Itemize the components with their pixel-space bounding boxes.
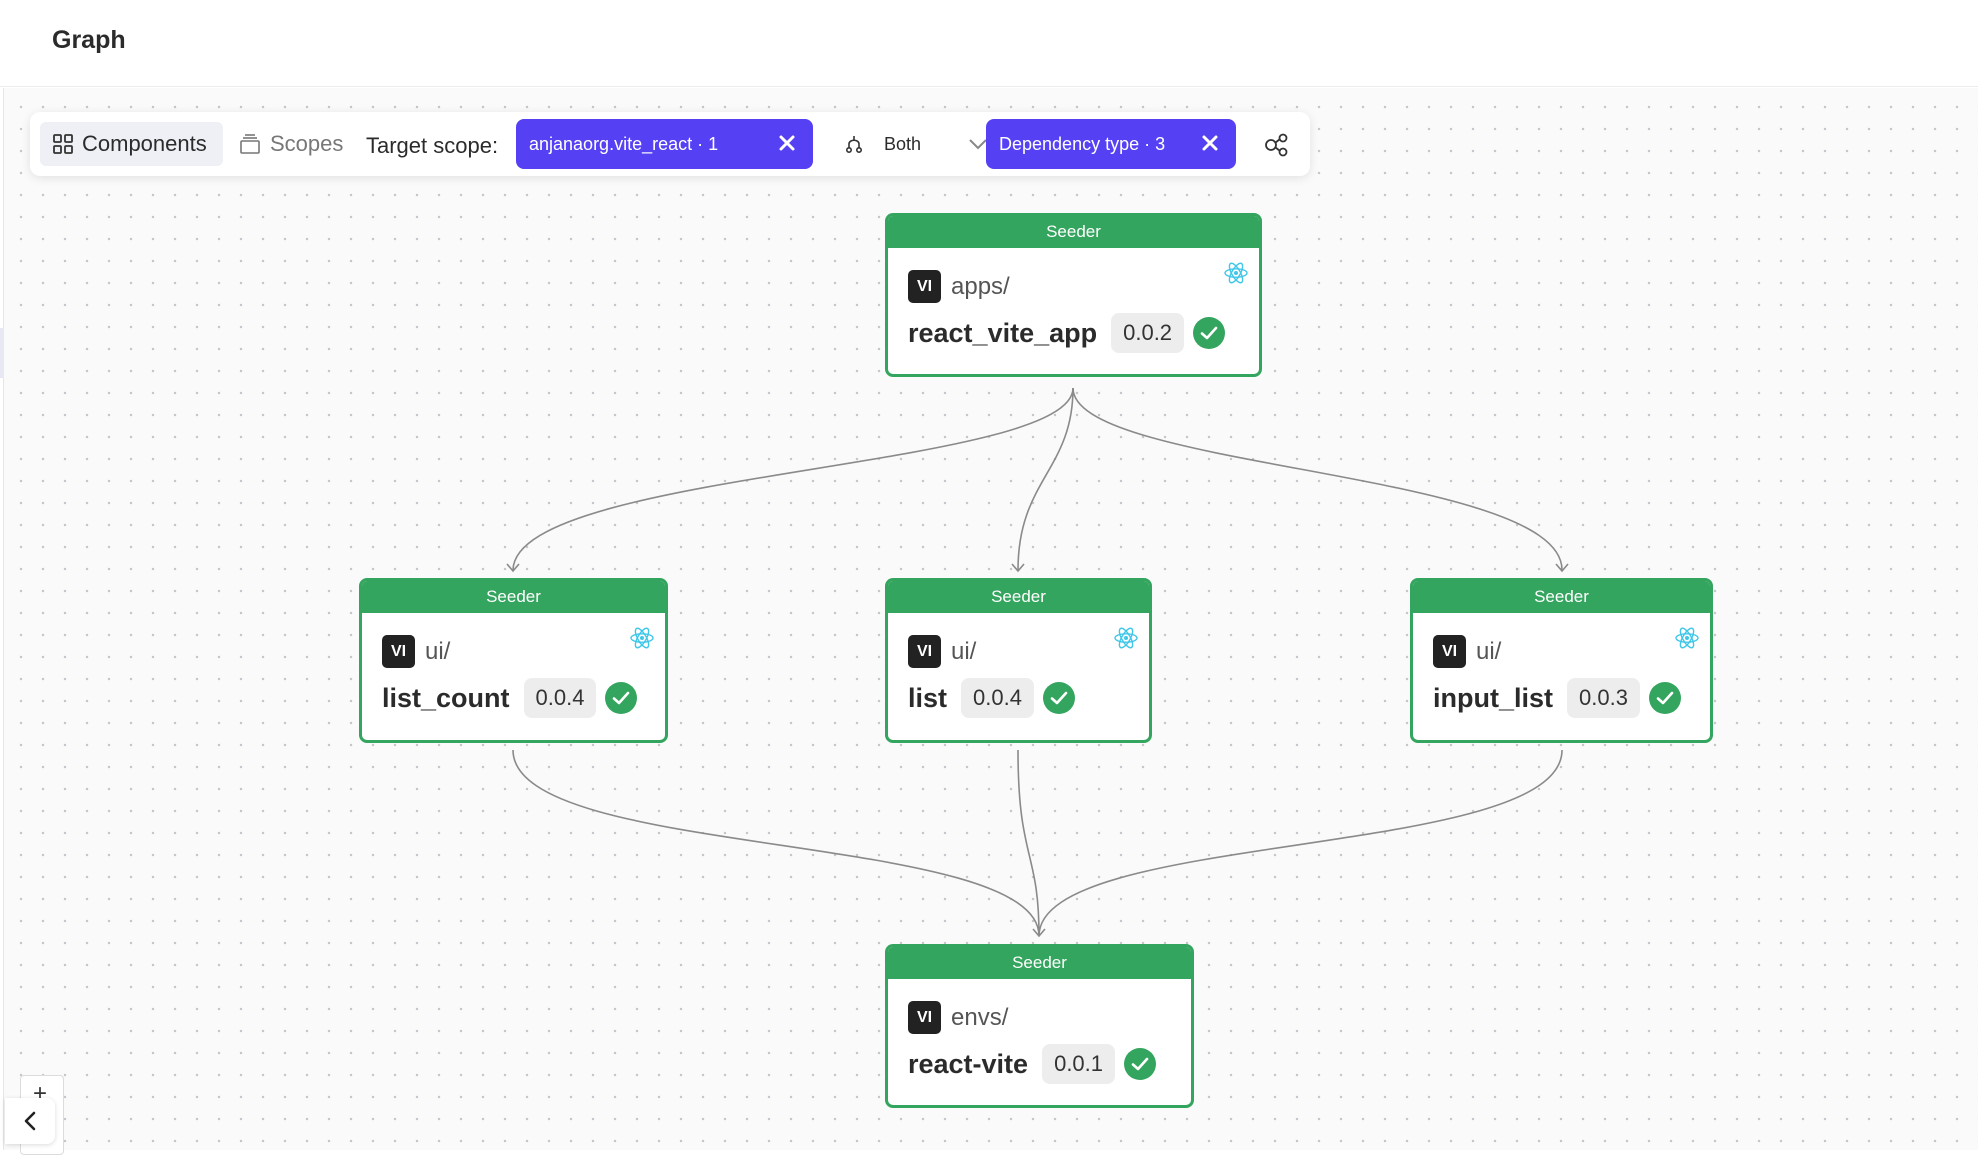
dependency-type-chip-label: Dependency type · 3 — [999, 133, 1166, 154]
node-version: 0.0.2 — [1111, 313, 1185, 353]
arrowhead — [1555, 563, 1569, 573]
chevron-down-icon — [969, 139, 987, 150]
react-icon — [1675, 627, 1699, 649]
close-icon[interactable] — [777, 133, 797, 153]
env-badge: VI — [908, 270, 941, 303]
chevron-left-icon — [24, 1111, 36, 1131]
node-input_list[interactable]: Seeder VI ui/ input_list 0.0.3 — [1410, 578, 1713, 743]
node-scope: ui/ — [1476, 637, 1502, 665]
react-icon — [1224, 262, 1248, 284]
node-name: list — [908, 682, 948, 713]
node-name: input_list — [1433, 682, 1553, 713]
arrowhead — [1011, 563, 1025, 573]
scope-filter-chip[interactable]: anjanaorg.vite_react · 1 — [516, 119, 813, 169]
fork-icon — [845, 136, 863, 154]
target-scope-label: Target scope: — [366, 133, 499, 158]
direction-value: Both — [884, 134, 922, 154]
node-header: Seeder — [362, 581, 665, 613]
env-badge: VI — [382, 635, 415, 668]
react-icon — [630, 627, 654, 649]
node-version: 0.0.1 — [1042, 1044, 1116, 1084]
check-circle-icon — [1648, 682, 1681, 714]
close-icon[interactable] — [1200, 133, 1220, 153]
collapse-panel-button[interactable] — [5, 1098, 55, 1144]
edge-react_vite_app-input_list — [1072, 387, 1563, 571]
direction-select[interactable]: Both — [816, 119, 996, 169]
node-name: react-vite — [908, 1048, 1029, 1079]
dependency-type-chip[interactable]: Dependency type · 3 — [986, 119, 1236, 169]
node-header: Seeder — [888, 216, 1259, 248]
check-circle-icon — [1042, 682, 1075, 714]
node-header: Seeder — [1413, 581, 1710, 613]
scope-filter-chip-label: anjanaorg.vite_react · 1 — [529, 133, 719, 154]
edge-list_count-react-vite — [512, 749, 1040, 937]
node-scope: apps/ — [951, 272, 1010, 300]
env-badge: VI — [908, 1001, 941, 1034]
check-circle-icon — [605, 682, 638, 714]
edge-list-react-vite — [1017, 749, 1040, 937]
edge-input_list-react-vite — [1038, 749, 1563, 937]
scopes-toggle[interactable]: Scopes — [230, 122, 380, 166]
node-list_count[interactable]: Seeder VI ui/ list_count 0.0.4 — [359, 578, 668, 743]
app-header: Graph — [0, 0, 1978, 87]
arrowhead — [1032, 928, 1046, 938]
graph-toolbar: Components Scopes Target scope: anjanaor… — [30, 112, 1310, 176]
check-circle-icon — [1193, 317, 1226, 349]
node-name: list_count — [382, 682, 510, 713]
node-version: 0.0.4 — [961, 678, 1034, 718]
node-scope: ui/ — [951, 637, 977, 665]
env-badge: VI — [1433, 635, 1466, 668]
scopes-label: Scopes — [270, 131, 344, 156]
page-title: Graph — [52, 26, 126, 54]
node-header: Seeder — [888, 947, 1191, 979]
graph-settings-icon[interactable] — [1262, 130, 1292, 160]
node-header: Seeder — [888, 581, 1149, 613]
env-badge: VI — [908, 635, 941, 668]
left-edge-accent — [0, 328, 4, 378]
node-name: react_vite_app — [908, 317, 1098, 348]
node-list[interactable]: Seeder VI ui/ list 0.0.4 — [885, 578, 1152, 743]
edge-react_vite_app-list — [1017, 387, 1074, 571]
react-icon — [1114, 627, 1138, 649]
arrowhead — [506, 563, 520, 573]
node-version: 0.0.4 — [523, 678, 597, 718]
components-label: Components — [82, 131, 207, 156]
edge-react_vite_app-list_count — [512, 387, 1074, 571]
check-circle-icon — [1124, 1048, 1157, 1080]
node-react-vite[interactable]: Seeder VI envs/ react-vite 0.0.1 — [885, 944, 1194, 1108]
node-react_vite_app[interactable]: Seeder VI apps/ react_vite_app 0.0.2 — [885, 213, 1262, 377]
node-scope: ui/ — [425, 637, 451, 665]
layers-icon — [240, 134, 260, 154]
node-scope: envs/ — [951, 1003, 1009, 1031]
node-version: 0.0.3 — [1567, 678, 1640, 718]
grid-icon — [53, 134, 73, 154]
components-toggle[interactable]: Components — [40, 122, 223, 166]
